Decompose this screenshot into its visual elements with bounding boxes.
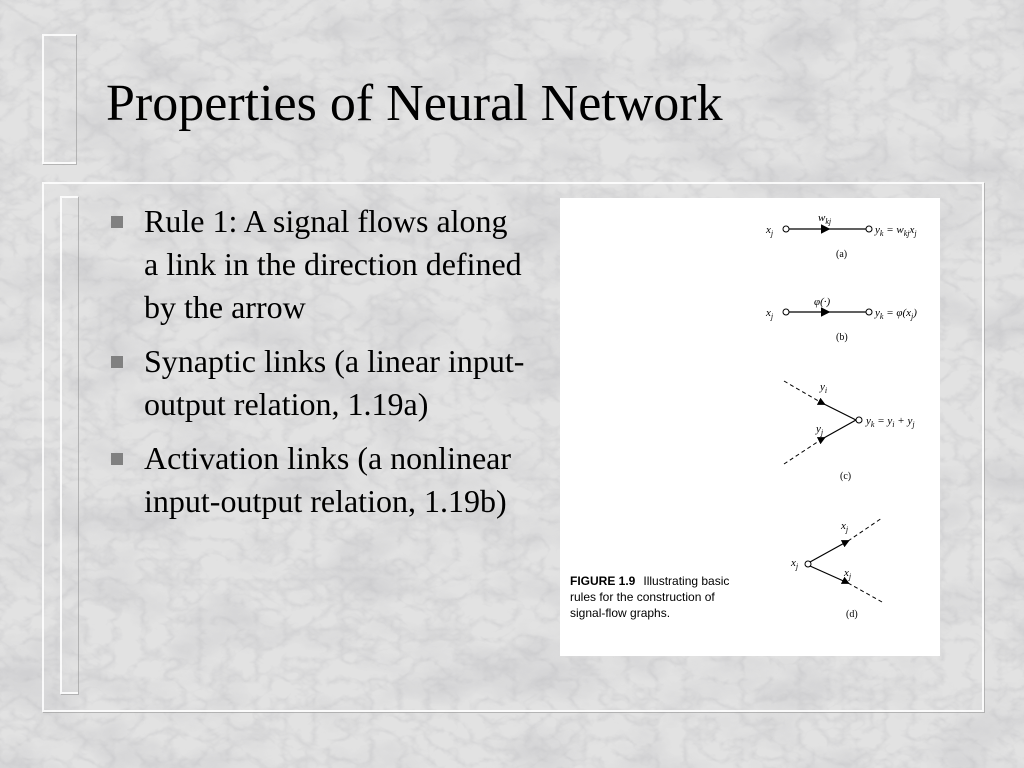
bullet-item-rule1: Rule 1: A signal flows along a link in t…	[108, 200, 528, 329]
svg-text:(d): (d)	[846, 609, 858, 620]
svg-text:xj: xj	[765, 307, 774, 321]
content-frame	[42, 182, 984, 712]
title-frame-bracket	[42, 34, 76, 164]
branch-node-icon	[804, 560, 812, 568]
svg-text:yj: yj	[815, 423, 824, 437]
panel-d-branching-node: xj xj xj (d)	[790, 517, 883, 620]
square-bullet-icon	[111, 356, 123, 368]
content-frame-inner-bracket	[60, 196, 78, 694]
target-node-icon	[865, 308, 873, 316]
svg-text:xj: xj	[765, 224, 774, 238]
summing-node-icon	[855, 416, 863, 424]
svg-text:xj: xj	[843, 567, 852, 581]
svg-text:signal-flow graphs.: signal-flow graphs.	[570, 606, 670, 620]
panel-c-summing-node: yi yj yk = yi + yj (c)	[783, 380, 915, 482]
bullet-text: Rule 1: A signal flows along a link in t…	[144, 203, 522, 325]
svg-text:yk = φ(xj): yk = φ(xj)	[874, 307, 917, 321]
slide-title: Properties of Neural Network	[106, 75, 723, 132]
svg-text:xj: xj	[790, 557, 799, 571]
panel-a-synaptic-link: xj wkj yk = wkjxj (a)	[765, 212, 917, 260]
svg-text:yi: yi	[819, 381, 827, 395]
svg-text:yk = wkjxj: yk = wkjxj	[874, 224, 917, 238]
svg-text:φ(·): φ(·)	[814, 296, 830, 308]
square-bullet-icon	[111, 216, 123, 228]
bullet-item-synaptic: Synaptic links (a linear input-output re…	[108, 340, 528, 426]
target-node-icon	[865, 225, 873, 233]
svg-text:(c): (c)	[840, 471, 851, 482]
svg-text:rules for the construction of: rules for the construction of	[570, 590, 715, 604]
bullet-text: Synaptic links (a linear input-output re…	[144, 343, 525, 422]
square-bullet-icon	[111, 453, 123, 465]
source-node-icon	[782, 308, 790, 316]
panel-b-activation-link: xj φ(·) yk = φ(xj) (b)	[765, 296, 917, 343]
source-node-icon	[782, 225, 790, 233]
bullet-item-activation: Activation links (a nonlinear input-outp…	[108, 437, 528, 523]
svg-text:xj: xj	[840, 520, 849, 534]
signal-flow-figure: xj wkj yk = wkjxj (a) xj φ(·) yk = φ(xj)…	[560, 198, 940, 656]
bullet-text: Activation links (a nonlinear input-outp…	[144, 440, 512, 519]
svg-text:(b): (b)	[836, 332, 848, 343]
svg-text:wkj: wkj	[818, 212, 832, 226]
bullet-list: Rule 1: A signal flows along a link in t…	[108, 200, 528, 534]
svg-text:(a): (a)	[836, 249, 847, 260]
svg-text:yk = yi + yj: yk = yi + yj	[865, 415, 915, 429]
